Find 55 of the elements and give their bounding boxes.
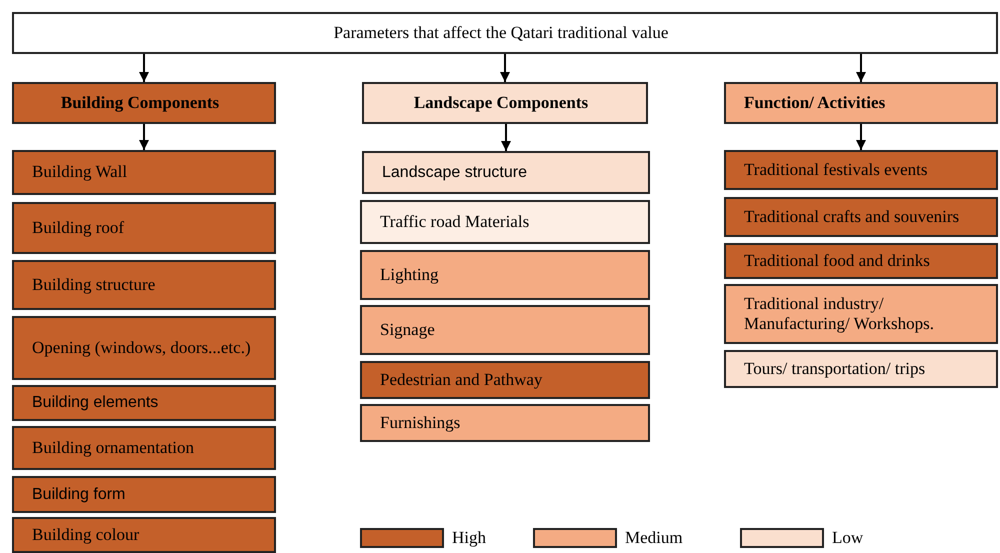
parameter-box [724,284,998,344]
arrow [856,124,866,150]
box-label: Signage [380,320,435,340]
box-label: Landscape structure [382,162,527,182]
box-label: Opening (windows, doors...etc.) [32,338,251,358]
arrow [856,54,866,82]
box-label: Building colour [32,524,140,546]
parameter-box [360,250,650,300]
box-label: Building roof [32,218,124,238]
box-label: Parameters that affect the Qatari traditional value [334,22,668,44]
box-label: Building ornamentation [32,438,194,458]
parameter-box [12,150,276,195]
box-label: Tours/ transportation/ trips [744,358,926,380]
box-label: Building structure [32,274,156,296]
legend-label: Low [832,528,864,548]
box-label: Building elements [32,393,158,413]
parameter-box [12,426,276,470]
parameter-box [12,316,276,380]
parameter-box [360,305,650,355]
parameter-box [360,404,650,442]
box-label: Building Components [60,92,220,114]
category-box [12,82,276,124]
box-label: Lighting [380,264,439,286]
box-label: Building Wall [32,162,128,183]
title-box [12,12,998,54]
legend-label: Medium [625,528,683,548]
parameter-box [12,517,276,553]
box-label: Traditional crafts and souvenirs [744,206,960,228]
parameter-box [12,385,276,421]
legend-label: High [452,528,486,548]
box-label: Landscape Components [414,92,588,114]
box-label: Pedestrian and Pathway [380,370,542,390]
parameter-box [724,197,998,237]
parameter-box [724,150,998,190]
parameter-box [12,260,276,310]
box-label: Traditional industry/ Manufacturing/ Workshops. [744,294,936,334]
parameter-box [724,243,998,279]
box-label: Building form [32,484,126,504]
arrow [139,54,149,82]
box-label: Traditional festivals events [744,160,928,180]
parameter-box [724,350,998,388]
box-label: Traditional food and drinks [744,250,930,272]
arrow [500,54,510,82]
parameter-box [12,202,276,254]
parameter-box [360,361,650,399]
arrow [139,124,149,150]
parameter-box [360,200,650,244]
category-box [724,82,998,124]
box-label: Traffic road Materials [380,212,530,232]
parameter-box [12,476,276,513]
box-label: Function/ Activities [744,92,886,114]
parameter-box [362,151,650,194]
box-label: Furnishings [380,412,460,434]
arrow [501,124,511,151]
category-box [362,82,648,124]
